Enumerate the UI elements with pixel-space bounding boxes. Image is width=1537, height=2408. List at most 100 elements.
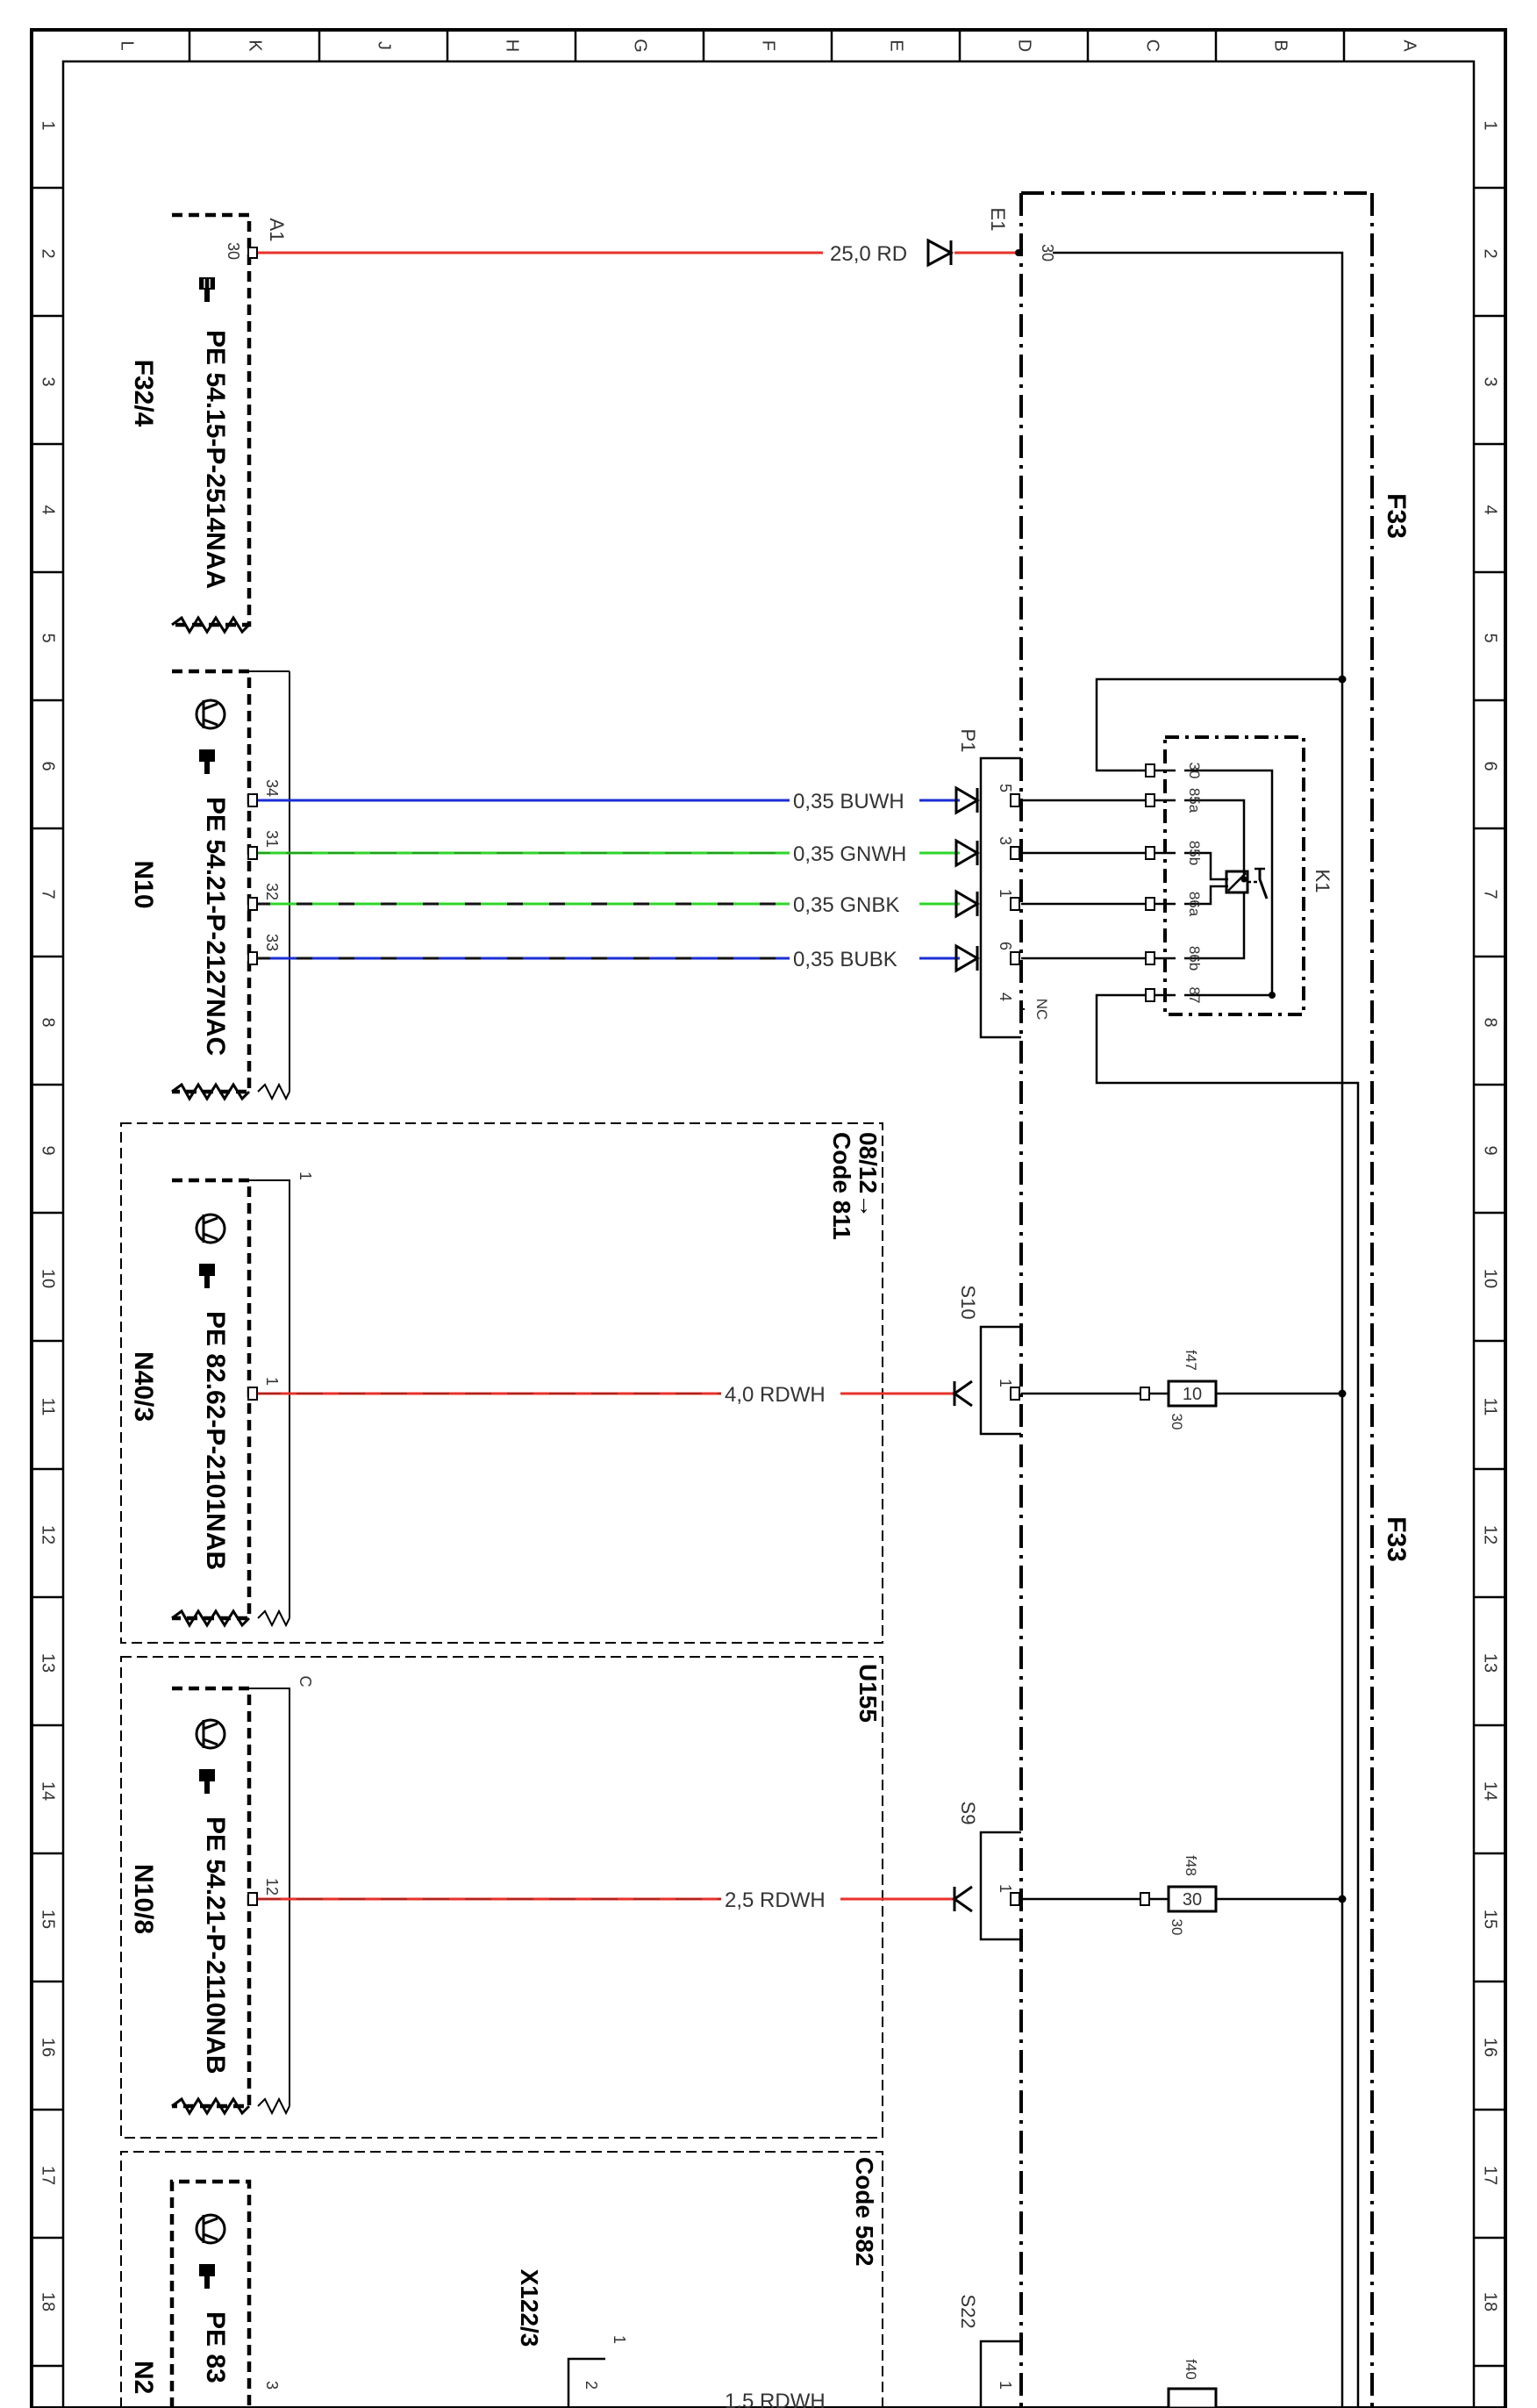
connector-arrow-icon [954,889,980,919]
f33-connector-label: E1 [987,208,1009,232]
f47-fuse: 10 f47 30 [1021,1350,1342,1430]
s22-connector: S22 1 [957,2294,1021,2408]
row-label-right: 17 [1481,2166,1500,2185]
n40-3-component: PE 82.62-P-2101NAB N40/3 1 1 [129,1172,314,1628]
column-label: B [1271,39,1290,51]
k1-pin-label: 87 [1186,987,1203,1004]
n2x-label: N2 [129,2361,158,2394]
n2x-pin-label: 3 [263,2381,281,2390]
row-label-right: 8 [1481,1017,1500,1027]
f48-value: 30 [1183,1890,1202,1910]
k1-relay: 30 85a 85b 86a 86b 87 K1 [1145,735,1333,1016]
row-label-left: 12 [39,1525,58,1544]
row-label-right: 7 [1481,889,1500,899]
connector-arrow-icon [952,1380,973,1408]
x122-3-pin-top: 1 [611,2335,628,2344]
n40-3-label: N40/3 [129,1351,158,1422]
control-module-icon [195,1718,226,1750]
column-ruler [188,30,1346,61]
column-label: G [631,39,650,53]
p1-pin-label: 6 [997,942,1014,950]
column-label: F [759,40,778,51]
k1-pin-label: 86b [1186,946,1203,971]
row-label-left: 16 [39,2038,58,2057]
wire-label: 0,35 BUBK [793,948,897,971]
f33-busbar [1053,251,1360,2408]
pointing-hand-icon [199,749,215,774]
row-label-left: 13 [39,1653,58,1673]
pointing-hand-icon [199,277,215,302]
k1-label: K1 [1312,870,1333,893]
wire-label: 25,0 RD [830,242,907,266]
row-label-left: 3 [39,376,58,386]
row-label-left: 7 [39,889,58,899]
p1-label: P1 [957,729,979,753]
connector-arrow-icon [954,943,980,973]
row-label-right: 11 [1481,1398,1500,1416]
n10-pin-label: 32 [263,883,281,900]
column-label: C [1143,39,1162,52]
n2x-component: PE 83 N2 3 [129,2179,281,2408]
region-date: 08/12→ [854,1132,882,1218]
row-label-left: 18 [39,2292,58,2311]
s9-pin-label: 1 [997,1884,1014,1893]
n40-3-ref: PE 82.62-P-2101NAB [201,1311,230,1570]
wire-label: 1,5 RDWH [725,2390,826,2408]
region-label: Code 811 [828,1132,855,1240]
p1-pin-label: 4 [997,993,1014,1001]
column-labels: L K J H G F E D C B A [118,39,1419,53]
s10-label: S10 [957,1285,979,1319]
n10-label: N10 [129,860,158,908]
row-label-right: 14 [1481,1781,1500,1801]
control-module-icon [195,2213,226,2245]
row-label-right: 10 [1481,1269,1500,1288]
code582-region: Code 582 [120,2151,883,2408]
f47-value: 10 [1183,1385,1202,1404]
column-label: K [246,39,265,52]
row-label-left: 1 [39,120,58,130]
control-module-icon [195,699,226,730]
row-label-left: 8 [39,1017,58,1027]
f47-label: f47 [1183,1350,1199,1371]
row-label-left: 14 [39,1781,58,1801]
row-label-left: 11 [39,1398,58,1416]
pointing-hand-icon [199,1769,215,1794]
f32-4-component: PE 54.15-P-2514NAA F32/4 A1 30 [129,212,288,634]
p1-pin-label: 1 [997,889,1014,898]
row-label-right: 9 [1481,1145,1500,1155]
row-labels: 1 1 2 2 3 3 4 4 5 5 6 6 7 7 8 8 9 9 10 1… [39,120,1500,2311]
f32-4-label: F32/4 [129,360,158,427]
f40-label: f40 [1183,2359,1199,2380]
row-label-right: 13 [1481,1653,1500,1673]
s9-connector: S9 1 [957,1802,1021,1941]
column-label: L [118,40,137,50]
wire-label: 0,35 GNWH [793,842,906,866]
n10-component: PE 54.21-P-2127NAC N10 34 31 32 33 [129,669,290,1101]
f32-4-pin-label: 30 [225,242,242,260]
wire-label: 2,5 RDWH [725,1888,826,1912]
row-label-left: 2 [39,248,58,258]
row-label-left: 17 [39,2166,58,2185]
region-label: U155 [854,1664,882,1723]
n10-ref: PE 54.21-P-2127NAC [201,797,230,1056]
row-label-left: 4 [39,505,58,514]
region-label: Code 582 [851,2157,878,2267]
k1-pin-label: 30 [1186,763,1203,779]
column-label: H [503,39,522,52]
n40-3-pin-label: 1 [263,1377,281,1386]
n10-8-ref: PE 54.21-P-2110NAB [201,1817,230,2075]
x122-3-label: X122/3 [516,2269,543,2347]
wire-label: 0,35 GNBK [793,893,899,917]
row-label-left: 6 [39,761,58,770]
sheet-frame [30,28,1507,2408]
column-label: D [1015,39,1034,52]
p1-connector: P1 5 3 1 6 4 NC [957,729,1050,1039]
connector-arrow-icon [954,785,980,815]
wire-label: 4,0 RDWH [725,1383,826,1407]
wire-2-5-rdwh: 2,5 RDWH [247,1885,973,1913]
row-label-right: 12 [1481,1525,1500,1544]
pointing-hand-icon [199,1264,215,1288]
k1-pin-label: 85a [1186,788,1203,813]
wire-25-rd: 25,0 RD [247,238,1022,268]
k1-pin-label: 85b [1186,841,1203,865]
